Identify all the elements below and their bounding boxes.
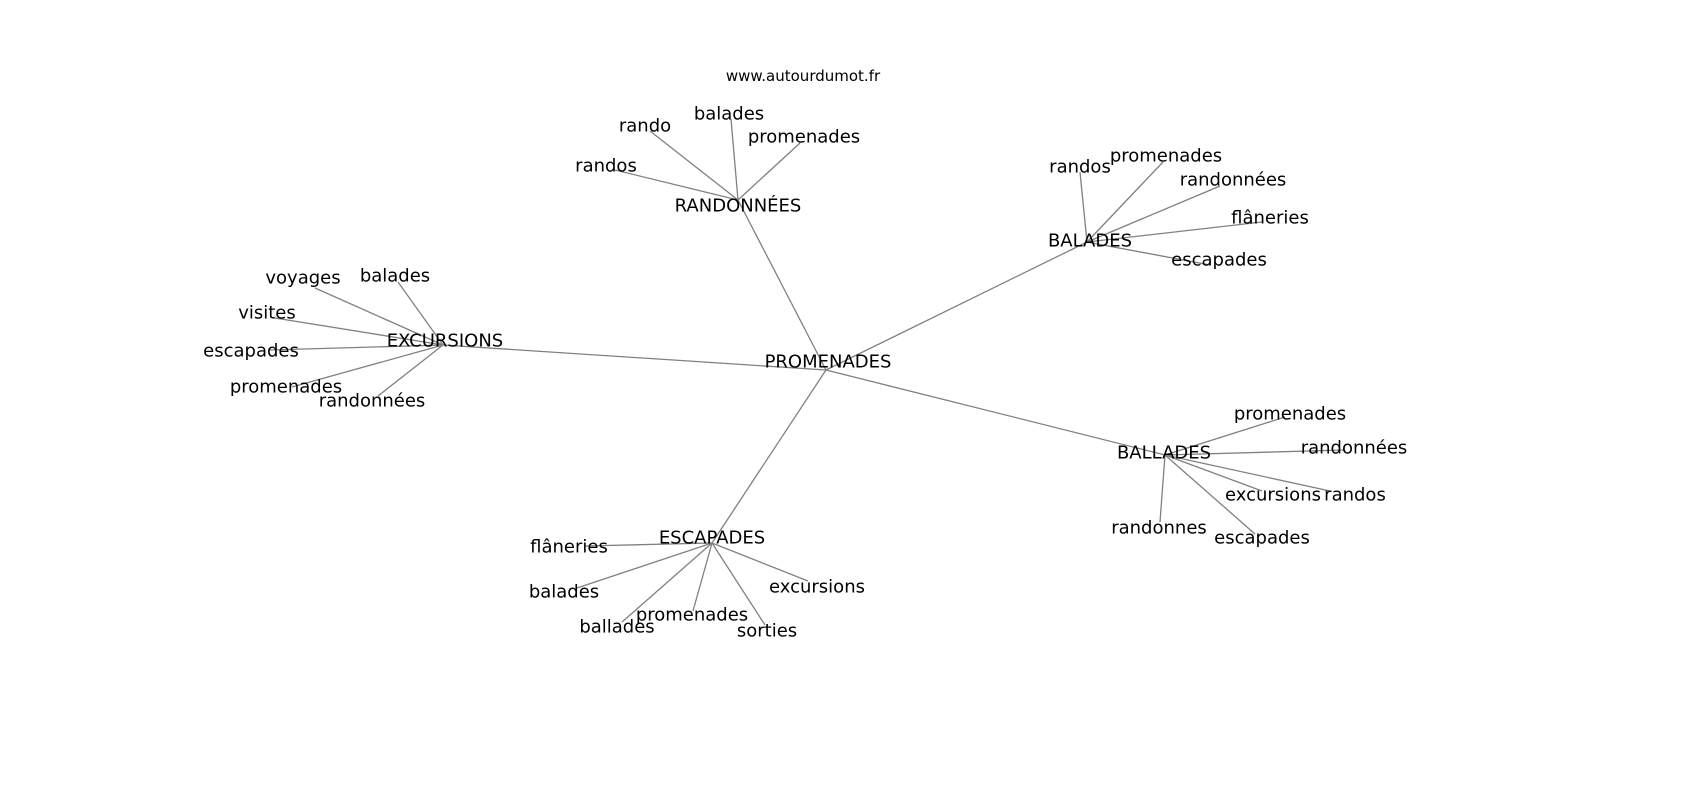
leaf-node-label[interactable]: randos — [1324, 485, 1386, 506]
edge-leaf — [291, 344, 444, 388]
leaf-node-label[interactable]: promenades — [1110, 146, 1222, 167]
leaf-node-label[interactable]: balades — [360, 266, 430, 287]
leaf-node-label[interactable]: rando — [619, 116, 671, 137]
leaf-node-label[interactable]: randos — [575, 156, 637, 177]
cluster-node-label[interactable]: BALLADES — [1117, 443, 1211, 464]
edge-center-to-3 — [711, 369, 827, 544]
leaf-node-label[interactable]: randonnées — [1301, 438, 1408, 459]
leaf-node-label[interactable]: randonnées — [319, 391, 426, 412]
leaf-node-label[interactable]: ballades — [579, 617, 654, 638]
leaf-node-label[interactable]: promenades — [230, 377, 342, 398]
edge-leaf — [377, 344, 444, 397]
leaf-node-label[interactable]: balades — [694, 104, 764, 125]
leaf-node-label[interactable]: excursions — [1225, 485, 1321, 506]
edge-leaf — [397, 281, 444, 346]
edge-leaf — [314, 287, 444, 346]
cluster-node-label[interactable]: EXCURSIONS — [387, 331, 503, 352]
leaf-node-label[interactable]: promenades — [636, 605, 748, 626]
edge-leaf — [1086, 185, 1221, 243]
edge-leaf — [1086, 241, 1211, 266]
leaf-node-label[interactable]: promenades — [748, 127, 860, 148]
edge-leaf — [1164, 454, 1263, 492]
edge-leaf — [1086, 221, 1263, 243]
edge-leaf — [737, 142, 801, 201]
edge-center-to-0 — [737, 199, 827, 371]
leaf-node-label[interactable]: excursions — [769, 577, 865, 598]
edge-leaf — [1164, 454, 1331, 492]
leaf-node-label[interactable]: visites — [238, 303, 296, 324]
leaf-node-label[interactable]: randonnées — [1180, 170, 1287, 191]
cluster-node-label[interactable]: ESCAPADES — [659, 528, 765, 549]
edge-leaf — [1086, 161, 1164, 243]
cluster-node-label[interactable]: RANDONNÉES — [675, 195, 802, 217]
leaf-node-label[interactable]: promenades — [1234, 404, 1346, 425]
leaf-node-label[interactable]: balades — [529, 582, 599, 603]
leaf-node-label[interactable]: randos — [1049, 157, 1111, 178]
edge-leaf — [576, 542, 713, 589]
edge-leaf — [1164, 454, 1256, 535]
edge-leaf — [621, 542, 713, 623]
leaf-node-label[interactable]: escapades — [203, 341, 299, 362]
center-node-label[interactable]: PROMENADES — [765, 352, 892, 373]
edge-leaf — [649, 130, 739, 201]
leaf-node-label[interactable]: flâneries — [530, 537, 608, 558]
edge-leaf — [711, 542, 766, 626]
edge-center-to-2 — [442, 344, 827, 371]
edge-leaf — [584, 542, 713, 547]
edge-leaf — [269, 344, 444, 351]
edge-leaf — [1164, 449, 1346, 456]
edge-leaf — [711, 542, 809, 582]
leaf-node-label[interactable]: sorties — [737, 621, 797, 642]
edge-leaf — [692, 542, 713, 612]
leaf-node-label[interactable]: randonnes — [1111, 518, 1207, 539]
cluster-node-label[interactable]: BALADES — [1048, 231, 1132, 252]
edge-leaf — [730, 118, 739, 201]
leaf-node-label[interactable]: escapades — [1214, 528, 1310, 549]
edge-center-to-4 — [825, 369, 1166, 456]
edge-leaf — [1164, 416, 1286, 456]
edge-leaf — [274, 317, 444, 346]
edge-leaf — [1079, 171, 1088, 243]
leaf-node-label[interactable]: escapades — [1171, 250, 1267, 271]
edge-center-to-1 — [825, 241, 1088, 371]
leaf-node-label[interactable]: voyages — [265, 268, 340, 289]
edge-leaf — [614, 169, 739, 201]
edge-leaf — [1159, 454, 1166, 523]
leaf-node-label[interactable]: flâneries — [1231, 208, 1309, 229]
watermark-url: www.autourdumot.fr — [726, 67, 881, 85]
